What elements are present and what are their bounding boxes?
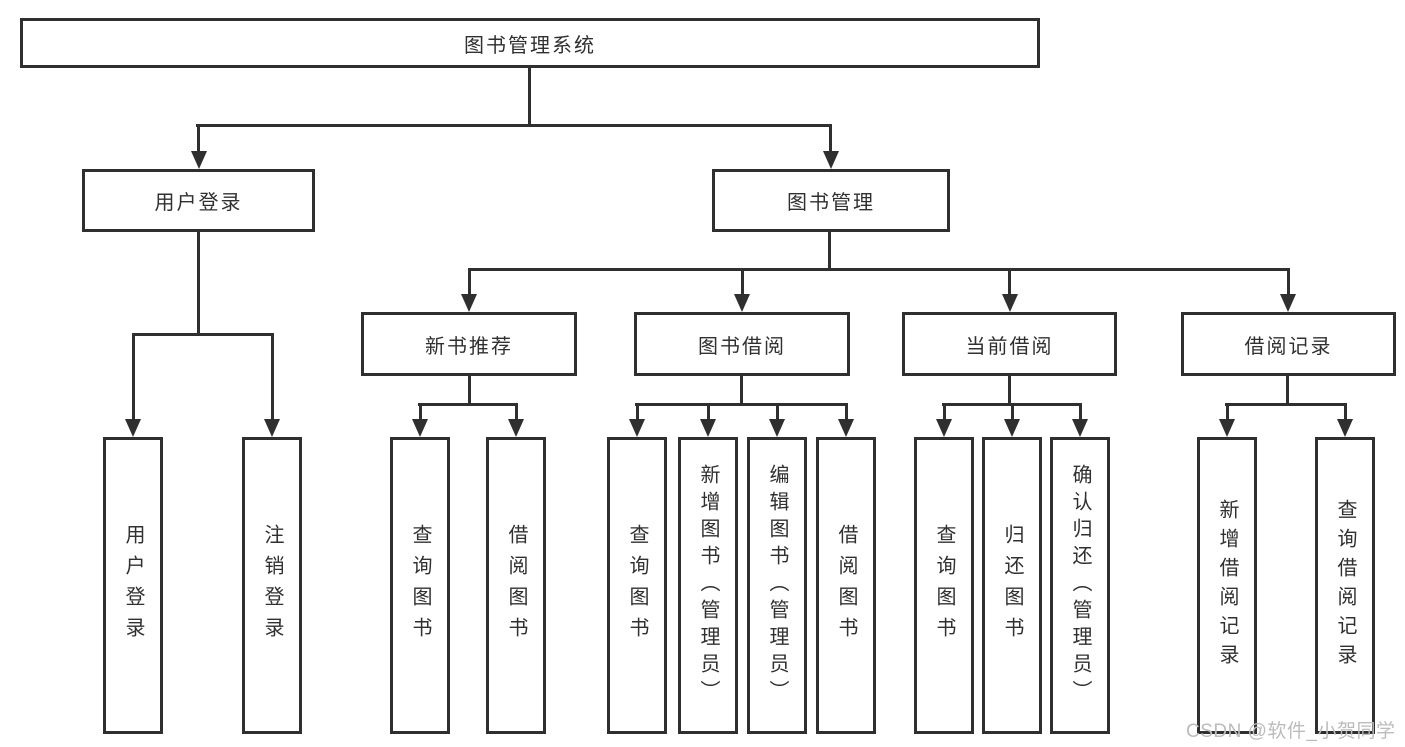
connector-vline xyxy=(514,403,518,420)
node-label: 新书推荐 xyxy=(425,335,513,358)
node-book-management: 图书管理 xyxy=(712,169,950,232)
arrow-down-icon xyxy=(838,419,854,437)
connector-hline xyxy=(635,403,846,406)
connector-hline xyxy=(132,333,273,336)
connector-vline xyxy=(1008,374,1011,406)
arrow-down-icon xyxy=(461,294,477,312)
connector-hline xyxy=(418,403,518,406)
arrow-down-icon xyxy=(629,419,645,437)
node-label: 注销登录 xyxy=(261,523,283,648)
leaf-query-books-borrowing: 查询图书 xyxy=(607,437,667,734)
node-current-borrowing: 当前借阅 xyxy=(902,312,1117,376)
node-label: 用户登录 xyxy=(122,523,144,648)
node-borrowing-records: 借阅记录 xyxy=(1181,312,1396,376)
node-label: 借阅图书 xyxy=(505,523,527,648)
arrow-down-icon xyxy=(1002,294,1018,312)
node-label: 确认归还（管理员） xyxy=(1069,464,1091,707)
connector-vline xyxy=(1225,403,1229,420)
connector-vline xyxy=(1008,268,1011,295)
connector-vline xyxy=(775,403,779,420)
node-label: 查询图书 xyxy=(933,523,955,648)
node-label: 新增图书（管理员） xyxy=(697,464,719,707)
node-label: 用户登录 xyxy=(154,192,243,214)
connector-vline xyxy=(1287,268,1290,295)
leaf-query-borrow-record: 查询借阅记录 xyxy=(1315,437,1375,734)
arrow-down-icon xyxy=(412,419,428,437)
connector-vline xyxy=(741,268,744,295)
node-label: 借阅记录 xyxy=(1244,335,1333,358)
leaf-query-books-current: 查询图书 xyxy=(914,437,974,734)
node-label: 图书管理 xyxy=(787,192,875,214)
node-label: 归还图书 xyxy=(1001,523,1023,648)
connector-vline xyxy=(1286,374,1289,406)
connector-vline xyxy=(1078,403,1082,420)
arrow-down-icon xyxy=(1219,419,1235,437)
node-label: 借阅图书 xyxy=(835,523,857,648)
arrow-down-icon xyxy=(734,294,750,312)
arrow-down-icon xyxy=(1004,419,1020,437)
arrow-down-icon xyxy=(823,151,839,169)
connector-vline xyxy=(828,230,831,271)
node-label: 新增借阅记录 xyxy=(1216,498,1238,673)
connector-hline xyxy=(196,124,831,127)
arrow-down-icon xyxy=(936,419,952,437)
leaf-logout: 注销登录 xyxy=(242,437,302,734)
connector-vline xyxy=(1343,403,1347,420)
connector-vline xyxy=(844,403,848,420)
arrow-down-icon xyxy=(125,419,141,437)
node-label: 图书借阅 xyxy=(698,335,786,358)
node-book-borrowing: 图书借阅 xyxy=(634,312,850,376)
arrow-down-icon xyxy=(700,419,716,437)
connector-vline xyxy=(1010,403,1014,420)
node-label: 查询图书 xyxy=(626,523,648,648)
connector-vline xyxy=(418,403,422,420)
leaf-query-books-recommend: 查询图书 xyxy=(390,437,450,734)
leaf-edit-books-admin: 编辑图书（管理员） xyxy=(747,437,807,734)
arrow-down-icon xyxy=(508,419,524,437)
connector-vline xyxy=(706,403,710,420)
arrow-down-icon xyxy=(1072,419,1088,437)
connector-vline xyxy=(635,403,639,420)
node-label: 查询借阅记录 xyxy=(1334,498,1356,673)
node-label: 查询图书 xyxy=(409,523,431,648)
connector-vline xyxy=(270,333,274,420)
arrow-down-icon xyxy=(1337,419,1353,437)
leaf-borrow-books: 借阅图书 xyxy=(816,437,876,734)
connector-vline xyxy=(197,124,200,152)
connector-hline xyxy=(1225,403,1345,406)
connector-vline xyxy=(197,230,200,336)
node-label: 图书管理系统 xyxy=(464,34,596,57)
connector-vline xyxy=(468,268,471,295)
arrow-down-icon xyxy=(191,151,207,169)
connector-vline xyxy=(740,374,743,406)
node-library-management-system: 图书管理系统 xyxy=(20,18,1040,68)
connector-vline xyxy=(528,67,531,127)
connector-vline xyxy=(131,333,135,420)
connector-vline xyxy=(468,374,471,406)
arrow-down-icon xyxy=(264,419,280,437)
connector-vline xyxy=(829,124,832,152)
connector-hline xyxy=(468,268,1288,271)
leaf-confirm-return-admin: 确认归还（管理员） xyxy=(1050,437,1110,734)
leaf-return-books: 归还图书 xyxy=(982,437,1042,734)
node-new-book-recommendation: 新书推荐 xyxy=(361,312,577,376)
arrow-down-icon xyxy=(1280,294,1296,312)
node-label: 当前借阅 xyxy=(965,335,1054,358)
node-label: 编辑图书（管理员） xyxy=(766,464,788,707)
connector-vline xyxy=(942,403,946,420)
arrow-down-icon xyxy=(769,419,785,437)
node-user-login: 用户登录 xyxy=(82,169,315,232)
leaf-add-borrow-record: 新增借阅记录 xyxy=(1197,437,1257,734)
leaf-borrow-books-recommend: 借阅图书 xyxy=(486,437,546,734)
leaf-add-books-admin: 新增图书（管理员） xyxy=(678,437,738,734)
leaf-user-login: 用户登录 xyxy=(103,437,163,734)
csdn-watermark: CSDN @软件_小贺同学 xyxy=(1186,721,1396,742)
